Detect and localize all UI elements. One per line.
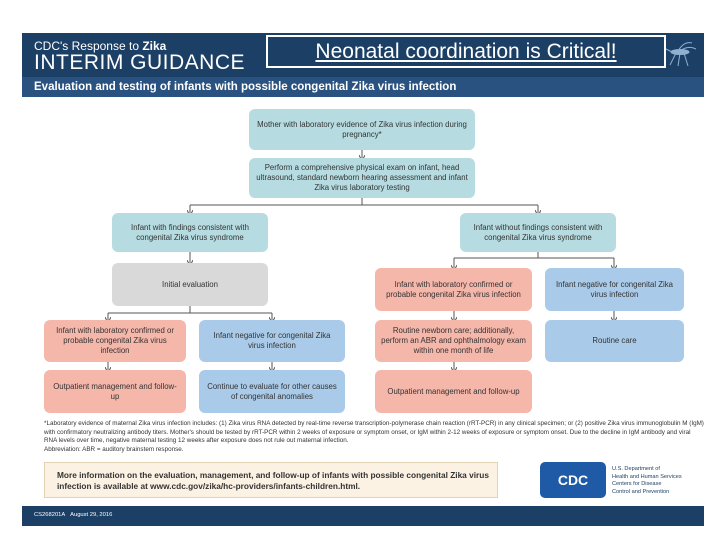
node-left-lab-confirmed: Infant with laboratory confirmed or prob…: [44, 320, 186, 362]
more-info-text: More information on the evaluation, mana…: [57, 470, 497, 492]
node-findings-consistent: Infant with findings consistent with con…: [112, 213, 268, 252]
header-response-label: CDC's Response to: [34, 39, 143, 53]
more-info-period: .: [357, 481, 361, 491]
hhs-line4: Control and Prevention: [612, 488, 670, 495]
header-subtitle: Evaluation and testing of infants with p…: [22, 77, 704, 97]
footnote: *Laboratory evidence of maternal Zika vi…: [44, 420, 704, 454]
more-info-link[interactable]: www.cdc.gov/zika/hc-providers/infants-ch…: [150, 481, 358, 491]
more-info-sentence: More information on the evaluation, mana…: [57, 470, 489, 491]
node-right-outpatient: Outpatient management and follow-up: [375, 370, 532, 413]
node-right-lab-confirmed: Infant with laboratory confirmed or prob…: [375, 268, 532, 311]
slide-title: Neonatal coordination is Critical!: [266, 35, 666, 68]
header-interim-guidance: INTERIM GUIDANCE: [34, 51, 246, 74]
footnote-lab-evidence: *Laboratory evidence of maternal Zika vi…: [44, 420, 704, 445]
document-code: CS268201A: [34, 512, 66, 518]
bottom-bar: CS268201A August 29, 2016: [22, 506, 704, 526]
node-left-negative: Infant negative for congenital Zika viru…: [199, 320, 345, 362]
node-comprehensive-exam: Perform a comprehensive physical exam on…: [249, 158, 475, 198]
node-right-negative: Infant negative for congenital Zika viru…: [545, 268, 684, 311]
hhs-line3: Centers for Disease: [612, 481, 662, 488]
more-info-box: More information on the evaluation, mana…: [44, 462, 498, 498]
cdc-logo: CDC: [540, 462, 606, 498]
hhs-line2: Health and Human Services: [612, 473, 682, 480]
hhs-line1: U.S. Department of: [612, 466, 660, 472]
node-routine-abr: Routine newborn care; additionally, perf…: [375, 320, 532, 362]
node-routine-care: Routine care: [545, 320, 684, 362]
header-line1: CDC's Response to Zika: [34, 39, 166, 53]
node-continue-evaluate: Continue to evaluate for other causes of…: [199, 370, 345, 413]
node-mother-evidence: Mother with laboratory evidence of Zika …: [249, 109, 475, 150]
header-zika-label: Zika: [142, 39, 167, 53]
mosquito-icon: [661, 42, 697, 67]
node-no-findings: Infant without findings consistent with …: [460, 213, 616, 252]
document-date: August 29, 2016: [70, 512, 113, 518]
hhs-text: U.S. Department of Health and Human Serv…: [612, 466, 702, 496]
node-left-outpatient: Outpatient management and follow-up: [44, 370, 186, 413]
node-initial-evaluation: Initial evaluation: [112, 263, 268, 306]
footnote-abbreviation: Abbreviation: ABR = auditory brainstem r…: [44, 445, 184, 453]
